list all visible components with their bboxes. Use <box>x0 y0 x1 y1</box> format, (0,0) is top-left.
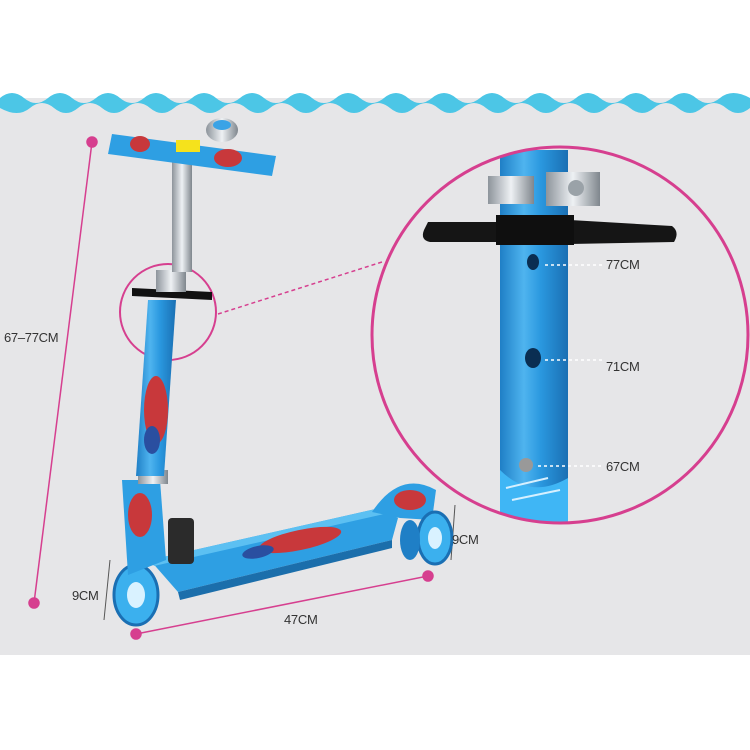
height-71-label: 71CM <box>606 359 640 374</box>
total-height-label: 67–77CM <box>4 330 59 345</box>
rear-wheel-label: 9CM <box>452 532 479 547</box>
wave-decoration <box>0 93 750 113</box>
height-67-label: 67CM <box>606 459 640 474</box>
callout-line <box>217 261 383 315</box>
scooter <box>108 118 454 627</box>
zoom-circle-border <box>370 145 750 525</box>
dimension-lines <box>28 136 434 640</box>
length-label: 47CM <box>284 612 318 627</box>
height-77-label: 77CM <box>606 257 640 272</box>
front-wheel-label: 9CM <box>72 588 99 603</box>
zoom-detail <box>372 147 748 523</box>
